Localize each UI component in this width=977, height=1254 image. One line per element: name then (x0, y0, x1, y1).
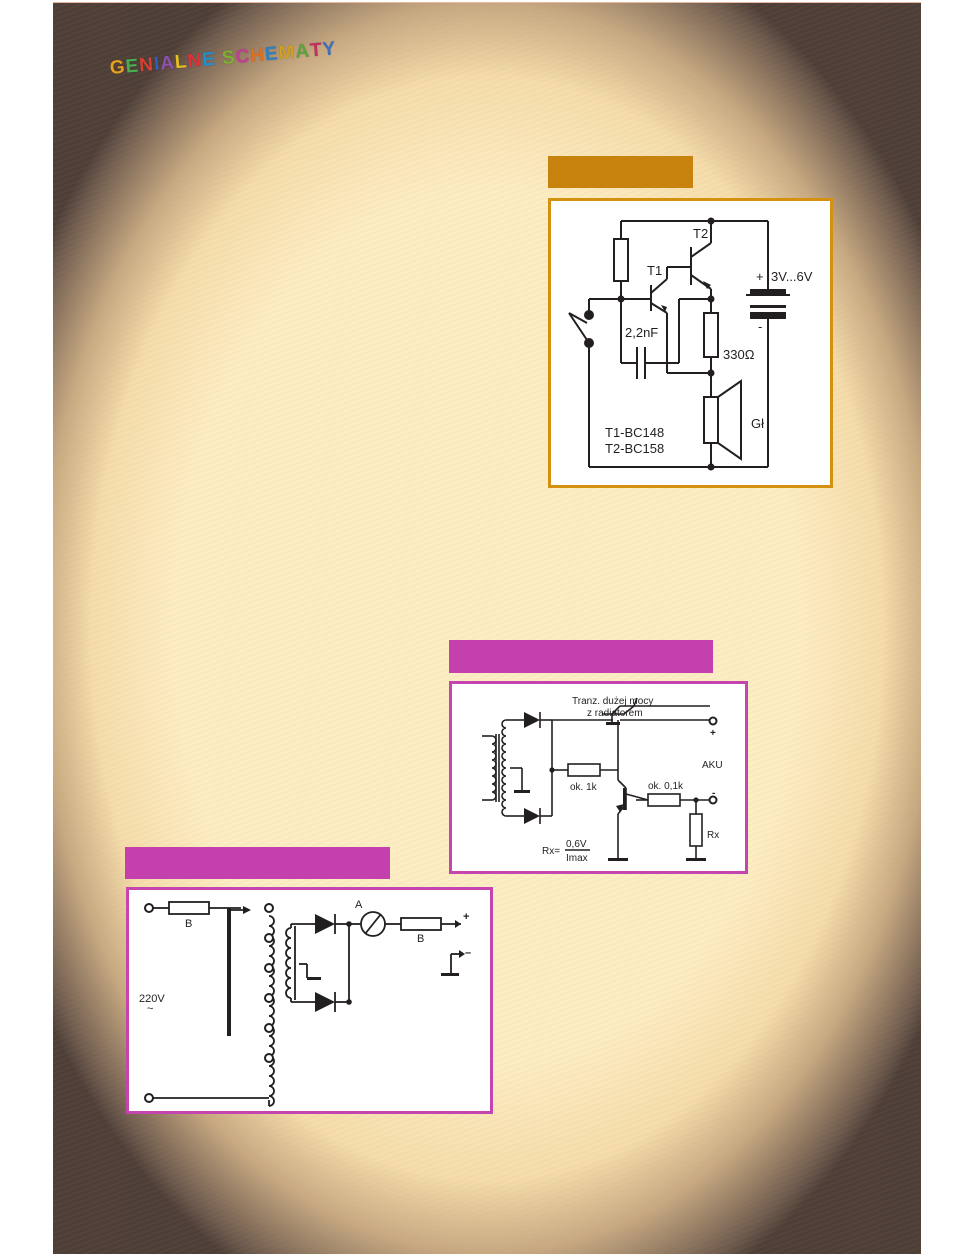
label-aku-minus: - (712, 788, 715, 799)
label-speaker: Gł (751, 416, 764, 431)
label-battery-plus: + (756, 269, 764, 284)
diagram1-panel: T2 T1 + 3V...6V - 2,2nF 330Ω Gł T1-BC148… (548, 198, 833, 488)
diagram1-schematic: T2 T1 + 3V...6V - 2,2nF 330Ω Gł T1-BC148… (568, 217, 813, 471)
label-formula-denominator: Imax (566, 853, 588, 864)
diagram1-title-banner (548, 156, 693, 188)
label-ammeter: A (355, 899, 363, 911)
label-resistor: 330Ω (723, 347, 755, 362)
fuse-mains (168, 901, 210, 915)
label-part-t2: T2-BC158 (605, 441, 664, 456)
label-aku-plus: + (710, 728, 716, 739)
label-fuse-output: B (417, 933, 424, 945)
speaker-coil (703, 396, 719, 444)
label-r-01k: ok. 0,1k (648, 781, 684, 792)
label-part-t1: T1-BC148 (605, 425, 664, 440)
label-mains-voltage: 220V (139, 993, 165, 1005)
diagram3-panel: B 220V ~ A B + – (126, 887, 493, 1114)
diagram3-schematic: B 220V ~ A B + – (139, 899, 471, 1107)
fuse-output (400, 917, 442, 931)
label-heatsink: z radiatorem (587, 708, 643, 719)
label-t2: T2 (693, 226, 708, 241)
label-rx: Rx (707, 830, 719, 841)
label-battery-minus: - (758, 319, 762, 334)
label-formula-lhs: Rx= (542, 846, 560, 857)
resistor-01k (647, 793, 681, 807)
logo-letter: G (109, 56, 127, 79)
label-formula-numerator: 0,6V (566, 839, 587, 850)
label-r-1k: ok. 1k (570, 782, 598, 793)
label-power-transistor: Tranz. dużej mocy (572, 696, 653, 707)
resistor-r1 (613, 238, 629, 282)
resistor-330 (703, 312, 719, 358)
diagram2-title-banner (449, 640, 713, 673)
label-mains-tilde: ~ (147, 1003, 153, 1015)
label-output-plus: + (463, 911, 469, 923)
label-fuse-mains: B (185, 918, 192, 930)
diagram3-title-banner (125, 847, 390, 879)
diagram2-schematic: Tranz. dużej mocy z radiatorem + AKU ok.… (482, 696, 723, 864)
resistor-1k (567, 763, 601, 777)
diagram2-panel: Tranz. dużej mocy z radiatorem + AKU ok.… (449, 681, 748, 874)
resistor-rx (689, 813, 703, 847)
label-capacitor: 2,2nF (625, 325, 658, 340)
label-aku: AKU (702, 760, 723, 771)
label-supply-voltage: 3V...6V (771, 269, 813, 284)
label-t1: T1 (647, 263, 662, 278)
logo-letter: Y (321, 38, 338, 61)
label-output-minus: – (465, 947, 471, 959)
